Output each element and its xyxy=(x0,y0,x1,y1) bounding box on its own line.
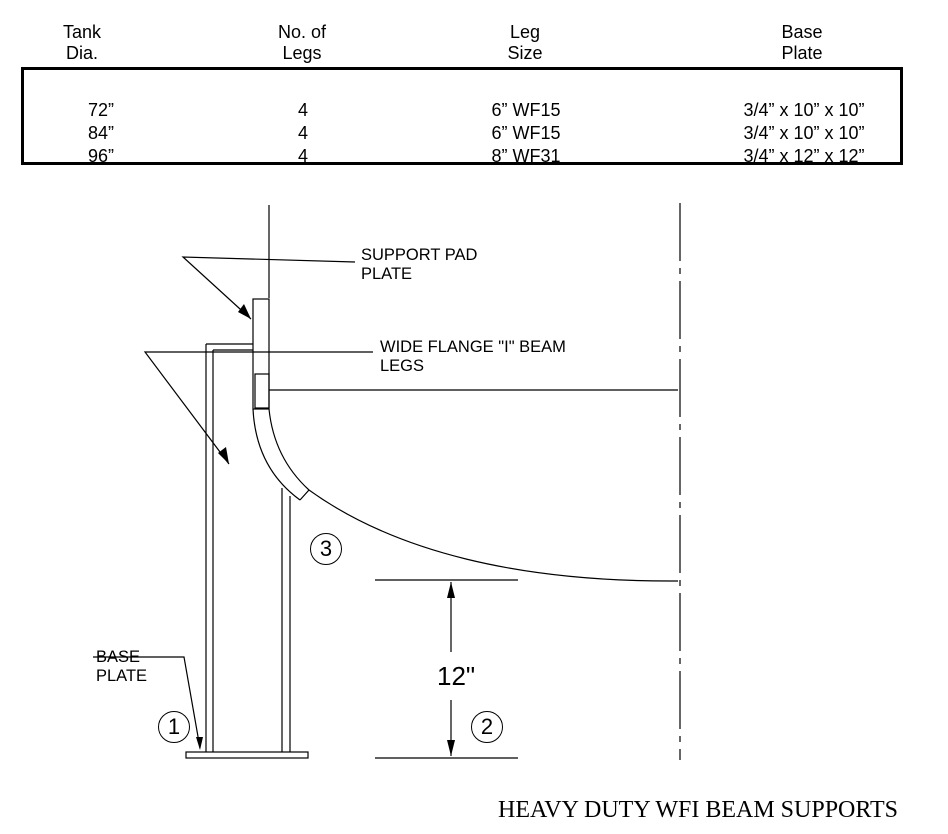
cell-base-plate: 3/4” x 12” x 12” xyxy=(743,146,865,166)
dimension-label: 12" xyxy=(437,661,476,691)
support-pad-plate xyxy=(252,298,270,410)
knuckle-curve xyxy=(252,408,301,501)
cell-tank-dia: 72” xyxy=(87,100,114,120)
cell-base-plate: 3/4” x 10” x 10” xyxy=(743,123,865,143)
cell-leg-size: 6” WF15 xyxy=(491,100,561,120)
support-pad-arrowhead xyxy=(238,304,251,319)
beam-legs-arrowhead xyxy=(218,447,229,464)
dimension-arrow-up xyxy=(447,582,455,598)
cell-tank-dia: 96” xyxy=(87,146,114,166)
base-plate-shape xyxy=(185,751,309,759)
marker-1: 1 xyxy=(158,711,190,743)
support-pad-leader xyxy=(181,256,356,320)
base-plate-leader xyxy=(93,656,201,749)
knuckle-end xyxy=(299,489,310,501)
drawing-title: HEAVY DUTY WFI BEAM SUPPORTS xyxy=(498,797,898,823)
cell-no-of-legs: 4 xyxy=(297,100,308,120)
marker-3: 3 xyxy=(310,533,342,565)
cell-tank-dia: 84” xyxy=(87,123,114,143)
support-pad-weld xyxy=(254,373,270,409)
cell-leg-size: 8” WF31 xyxy=(491,146,561,166)
cell-no-of-legs: 4 xyxy=(297,146,308,166)
cell-leg-size: 6” WF15 xyxy=(491,123,561,143)
dimension-arrow-down xyxy=(447,740,455,756)
base-plate-arrowhead xyxy=(196,737,203,750)
beam-legs-leader xyxy=(143,351,373,465)
marker-2: 2 xyxy=(471,711,503,743)
cell-base-plate: 3/4” x 10” x 10” xyxy=(743,100,865,120)
spec-table: 72” 4 6” WF15 3/4” x 10” x 10” 84” 4 6” … xyxy=(21,67,903,166)
knuckle-inner-curve xyxy=(268,408,310,491)
dish-head-curve xyxy=(308,489,679,582)
cell-no-of-legs: 4 xyxy=(297,123,308,143)
